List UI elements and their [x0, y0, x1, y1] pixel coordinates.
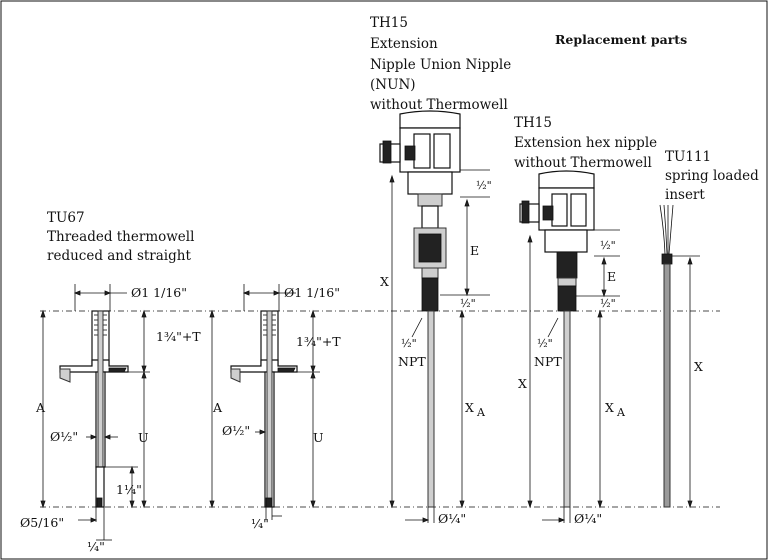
dim-A-a: A	[35, 400, 46, 415]
tu67-title: TU67	[47, 210, 85, 226]
tu67-desc-2: reduced and straight	[47, 248, 191, 264]
dim-half-nun-bottom: ½"	[460, 297, 476, 310]
dim-half-hex-bottom: ½"	[600, 297, 616, 310]
dim-npt-half-nun: ½"	[401, 337, 417, 350]
dim-XA-sub-hex: A	[616, 406, 626, 419]
replacement-parts-heading: Replacement parts	[555, 32, 687, 47]
dim-dia-1-1-16-a: Ø1 1/16"	[131, 285, 187, 300]
th15-nun-desc-3: (NUN)	[370, 77, 416, 93]
dim-1-3-4-T-a: 1¾"+T	[156, 329, 201, 344]
dim-half-hex-top: ½"	[600, 239, 616, 252]
dim-XA-nun: X	[465, 400, 474, 415]
tu111-desc-2: insert	[665, 187, 705, 203]
dim-XA-sub-nun: A	[476, 406, 486, 419]
tu111-title: TU111	[665, 149, 711, 165]
dim-dia-quarter-hex: Ø¼"	[574, 511, 602, 526]
th15-hex-desc-2: without Thermowell	[514, 155, 652, 171]
dim-X-nun: X	[380, 274, 389, 289]
dim-XA-hex: X	[605, 400, 614, 415]
dim-U-a: U	[138, 430, 149, 445]
dim-A-b: A	[212, 400, 223, 415]
tu67-thermowell-a	[59, 310, 129, 508]
th15-hex-title: TH15	[514, 115, 552, 131]
dim-npt-hex: NPT	[534, 354, 562, 369]
dim-quarter-b: ¼"	[251, 516, 269, 531]
dim-X-tu111: X	[694, 359, 703, 374]
th15-nun-head	[379, 110, 461, 508]
dim-dia-quarter-nun: Ø¼"	[438, 511, 466, 526]
tu111-insert	[659, 204, 674, 508]
th15-hex-desc-1: Extension hex nipple	[514, 135, 657, 151]
dim-quarter-a: ¼"	[87, 539, 105, 554]
th15-nun-desc-1: Extension	[370, 36, 438, 52]
tu67-thermowell-b	[230, 310, 298, 508]
th15-nun-title: TH15	[370, 15, 408, 31]
dim-1-3-4-T-b: 1¾"+T	[296, 334, 341, 349]
tu67-desc-1: Threaded thermowell	[47, 229, 194, 245]
dim-E-nun: E	[470, 243, 479, 258]
dim-X-hex: X	[518, 376, 527, 391]
dim-dia-half-a: Ø½"	[50, 429, 78, 444]
tu111-desc-1: spring loaded	[665, 168, 759, 184]
th15-nun-desc-4: without Thermowell	[370, 97, 508, 113]
dim-1-1-4: 1¼"	[116, 482, 142, 497]
dim-dia-1-1-16-b: Ø1 1/16"	[284, 285, 340, 300]
dim-dia-5-16: Ø5/16"	[20, 515, 64, 530]
th15-hex-head	[519, 170, 595, 508]
th15-nun-desc-2: Nipple Union Nipple	[370, 57, 511, 73]
dim-E-hex: E	[607, 269, 616, 284]
dim-dia-half-b: Ø½"	[222, 423, 250, 438]
dim-npt-half-hex: ½"	[537, 337, 553, 350]
dim-half-nun-top: ½"	[476, 179, 492, 192]
dim-U-b: U	[313, 430, 324, 445]
dim-npt-nun: NPT	[398, 354, 426, 369]
